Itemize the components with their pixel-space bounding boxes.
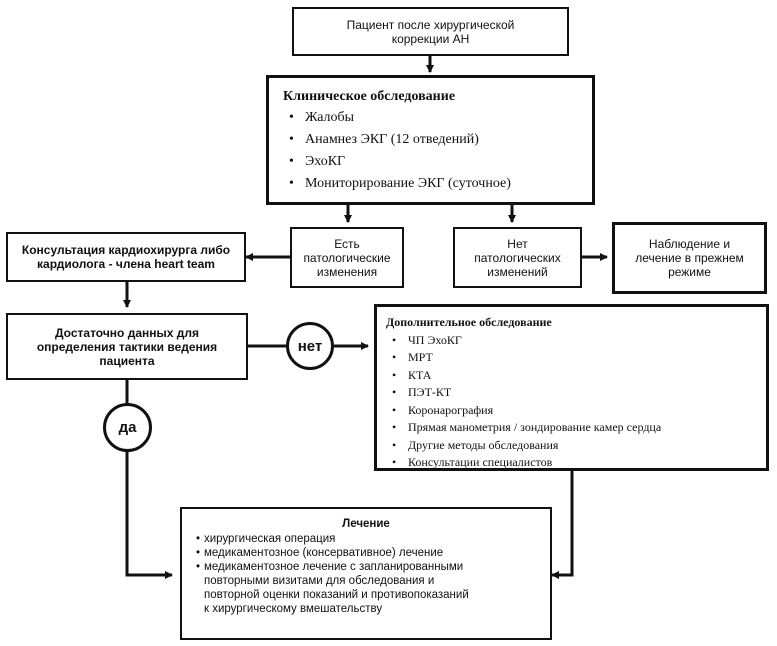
no-changes-box: Нет патологических изменений: [453, 227, 582, 288]
clinical-exam-item: Анамнез ЭКГ (12 отведений): [283, 129, 584, 151]
treatment-item-line: медикаментозное лечение с запланированны…: [204, 561, 464, 573]
clinical-exam-item: Жалобы: [283, 107, 584, 129]
enough-data-box: Достаточно данных для определения тактик…: [6, 313, 248, 380]
additional-exam-box: Дополнительное обследование ЧП ЭхоКГ МРТ…: [374, 304, 769, 471]
has-changes-line1: Есть: [334, 236, 360, 251]
treatment-item-line: повторными визитами для обследования и: [204, 575, 435, 587]
arrow-yes-to-treatment: [125, 452, 173, 579]
yes-decision-label: да: [118, 419, 137, 436]
enough-data-line2: определения тактики ведения: [36, 339, 218, 354]
treatment-list: хирургическая операция медикаментозное (…: [190, 532, 542, 616]
treatment-box: Лечение хирургическая операция медикамен…: [180, 507, 552, 640]
consultation-line2: кардиолога - члена heart team: [37, 257, 215, 271]
treatment-item: медикаментозное лечение с запланированны…: [190, 560, 542, 616]
additional-exam-item: КТА: [386, 367, 758, 385]
additional-exam-item: Другие методы обследования: [386, 437, 758, 455]
treatment-item-line: к хирургическому вмешательству: [204, 603, 383, 615]
no-decision-circle: нет: [286, 322, 334, 370]
start-line1: Пациент после хирургической: [346, 17, 515, 32]
additional-exam-item: Консультации специалистов: [386, 454, 758, 472]
additional-exam-list: ЧП ЭхоКГ МРТ КТА ПЭТ-КТ Коронарография П…: [386, 332, 758, 472]
clinical-exam-list: Жалобы Анамнез ЭКГ (12 отведений) ЭхоКГ …: [283, 107, 584, 195]
additional-exam-item: Коронарография: [386, 402, 758, 420]
additional-exam-item: Прямая манометрия / зондирование камер с…: [386, 419, 758, 437]
treatment-item-line: медикаментозное (консервативное) лечение: [204, 547, 444, 559]
clinical-exam-item: Мониторирование ЭКГ (суточное): [283, 173, 584, 195]
start-line2: коррекции АН: [391, 31, 470, 46]
enough-data-line3: пациента: [99, 353, 155, 368]
treatment-item: хирургическая операция: [190, 532, 542, 546]
start-box: Пациент после хирургической коррекции АН: [292, 7, 569, 56]
no-changes-line3: изменений: [487, 264, 548, 279]
clinical-exam-title: Клиническое обследование: [283, 89, 456, 104]
additional-exam-item: МРТ: [386, 349, 758, 367]
treatment-title: Лечение: [342, 518, 390, 530]
has-changes-line2: патологические: [303, 250, 391, 265]
treatment-item-line: повторной оценки показаний и противопока…: [204, 589, 469, 601]
consultation-line1: Консультация кардиохирурга либо: [21, 243, 231, 257]
observation-line2: лечение в прежнем: [635, 251, 744, 265]
has-changes-box: Есть патологические изменения: [290, 227, 404, 288]
no-changes-line2: патологических: [474, 250, 561, 265]
clinical-exam-item: ЭхоКГ: [283, 151, 584, 173]
treatment-item: медикаментозное (консервативное) лечение: [190, 546, 542, 560]
observation-line3: режиме: [668, 265, 711, 279]
arrow-additional-to-treatment: [551, 471, 574, 579]
additional-exam-item: ПЭТ-КТ: [386, 384, 758, 402]
additional-exam-title: Дополнительное обследование: [386, 315, 552, 329]
additional-exam-item: ЧП ЭхоКГ: [386, 332, 758, 350]
no-decision-label: нет: [297, 337, 323, 355]
has-changes-line3: изменения: [316, 264, 378, 279]
no-changes-line1: Нет: [507, 236, 528, 251]
enough-data-line1: Достаточно данных для: [54, 325, 199, 340]
observation-line1: Наблюдение и: [648, 237, 731, 251]
treatment-item-line: хирургическая операция: [204, 533, 336, 545]
clinical-exam-box: Клиническое обследование Жалобы Анамнез …: [266, 75, 595, 205]
yes-decision-circle: да: [103, 403, 152, 452]
consultation-box: Консультация кардиохирурга либо кардиоло…: [6, 232, 246, 282]
observation-box: Наблюдение и лечение в прежнем режиме: [612, 222, 767, 294]
